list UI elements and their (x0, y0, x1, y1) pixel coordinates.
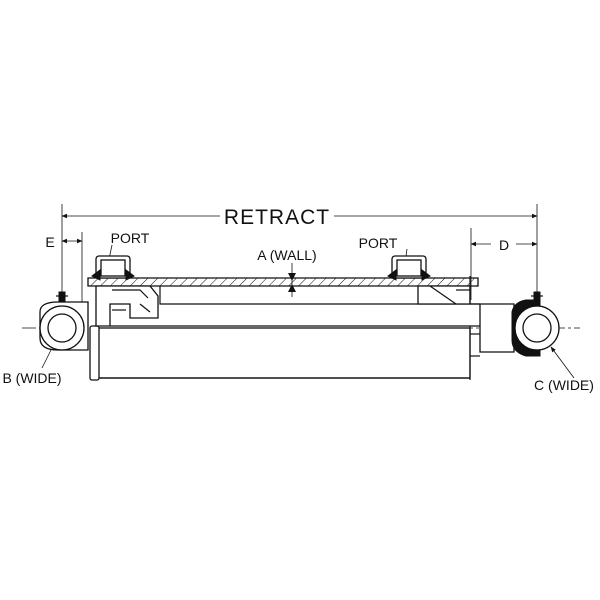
clevis-right (511, 291, 560, 357)
cylinder-barrel (87, 276, 515, 353)
port-left-label: PORT (111, 230, 150, 246)
pin-b-label: B (WIDE) (2, 370, 61, 386)
port-right-label: PORT (359, 235, 398, 251)
clevis-left (39, 291, 89, 351)
pin-c-label: C (WIDE) (534, 377, 594, 393)
piston-rod (89, 325, 480, 381)
d-dimension-label: D (499, 237, 509, 253)
port-right (387, 255, 431, 281)
port-left (91, 255, 135, 281)
e-dimension-label: E (45, 234, 54, 250)
wall-label: A (WALL) (257, 247, 316, 263)
retract-label: RETRACT (224, 206, 330, 229)
dimension-lines (41, 204, 575, 379)
